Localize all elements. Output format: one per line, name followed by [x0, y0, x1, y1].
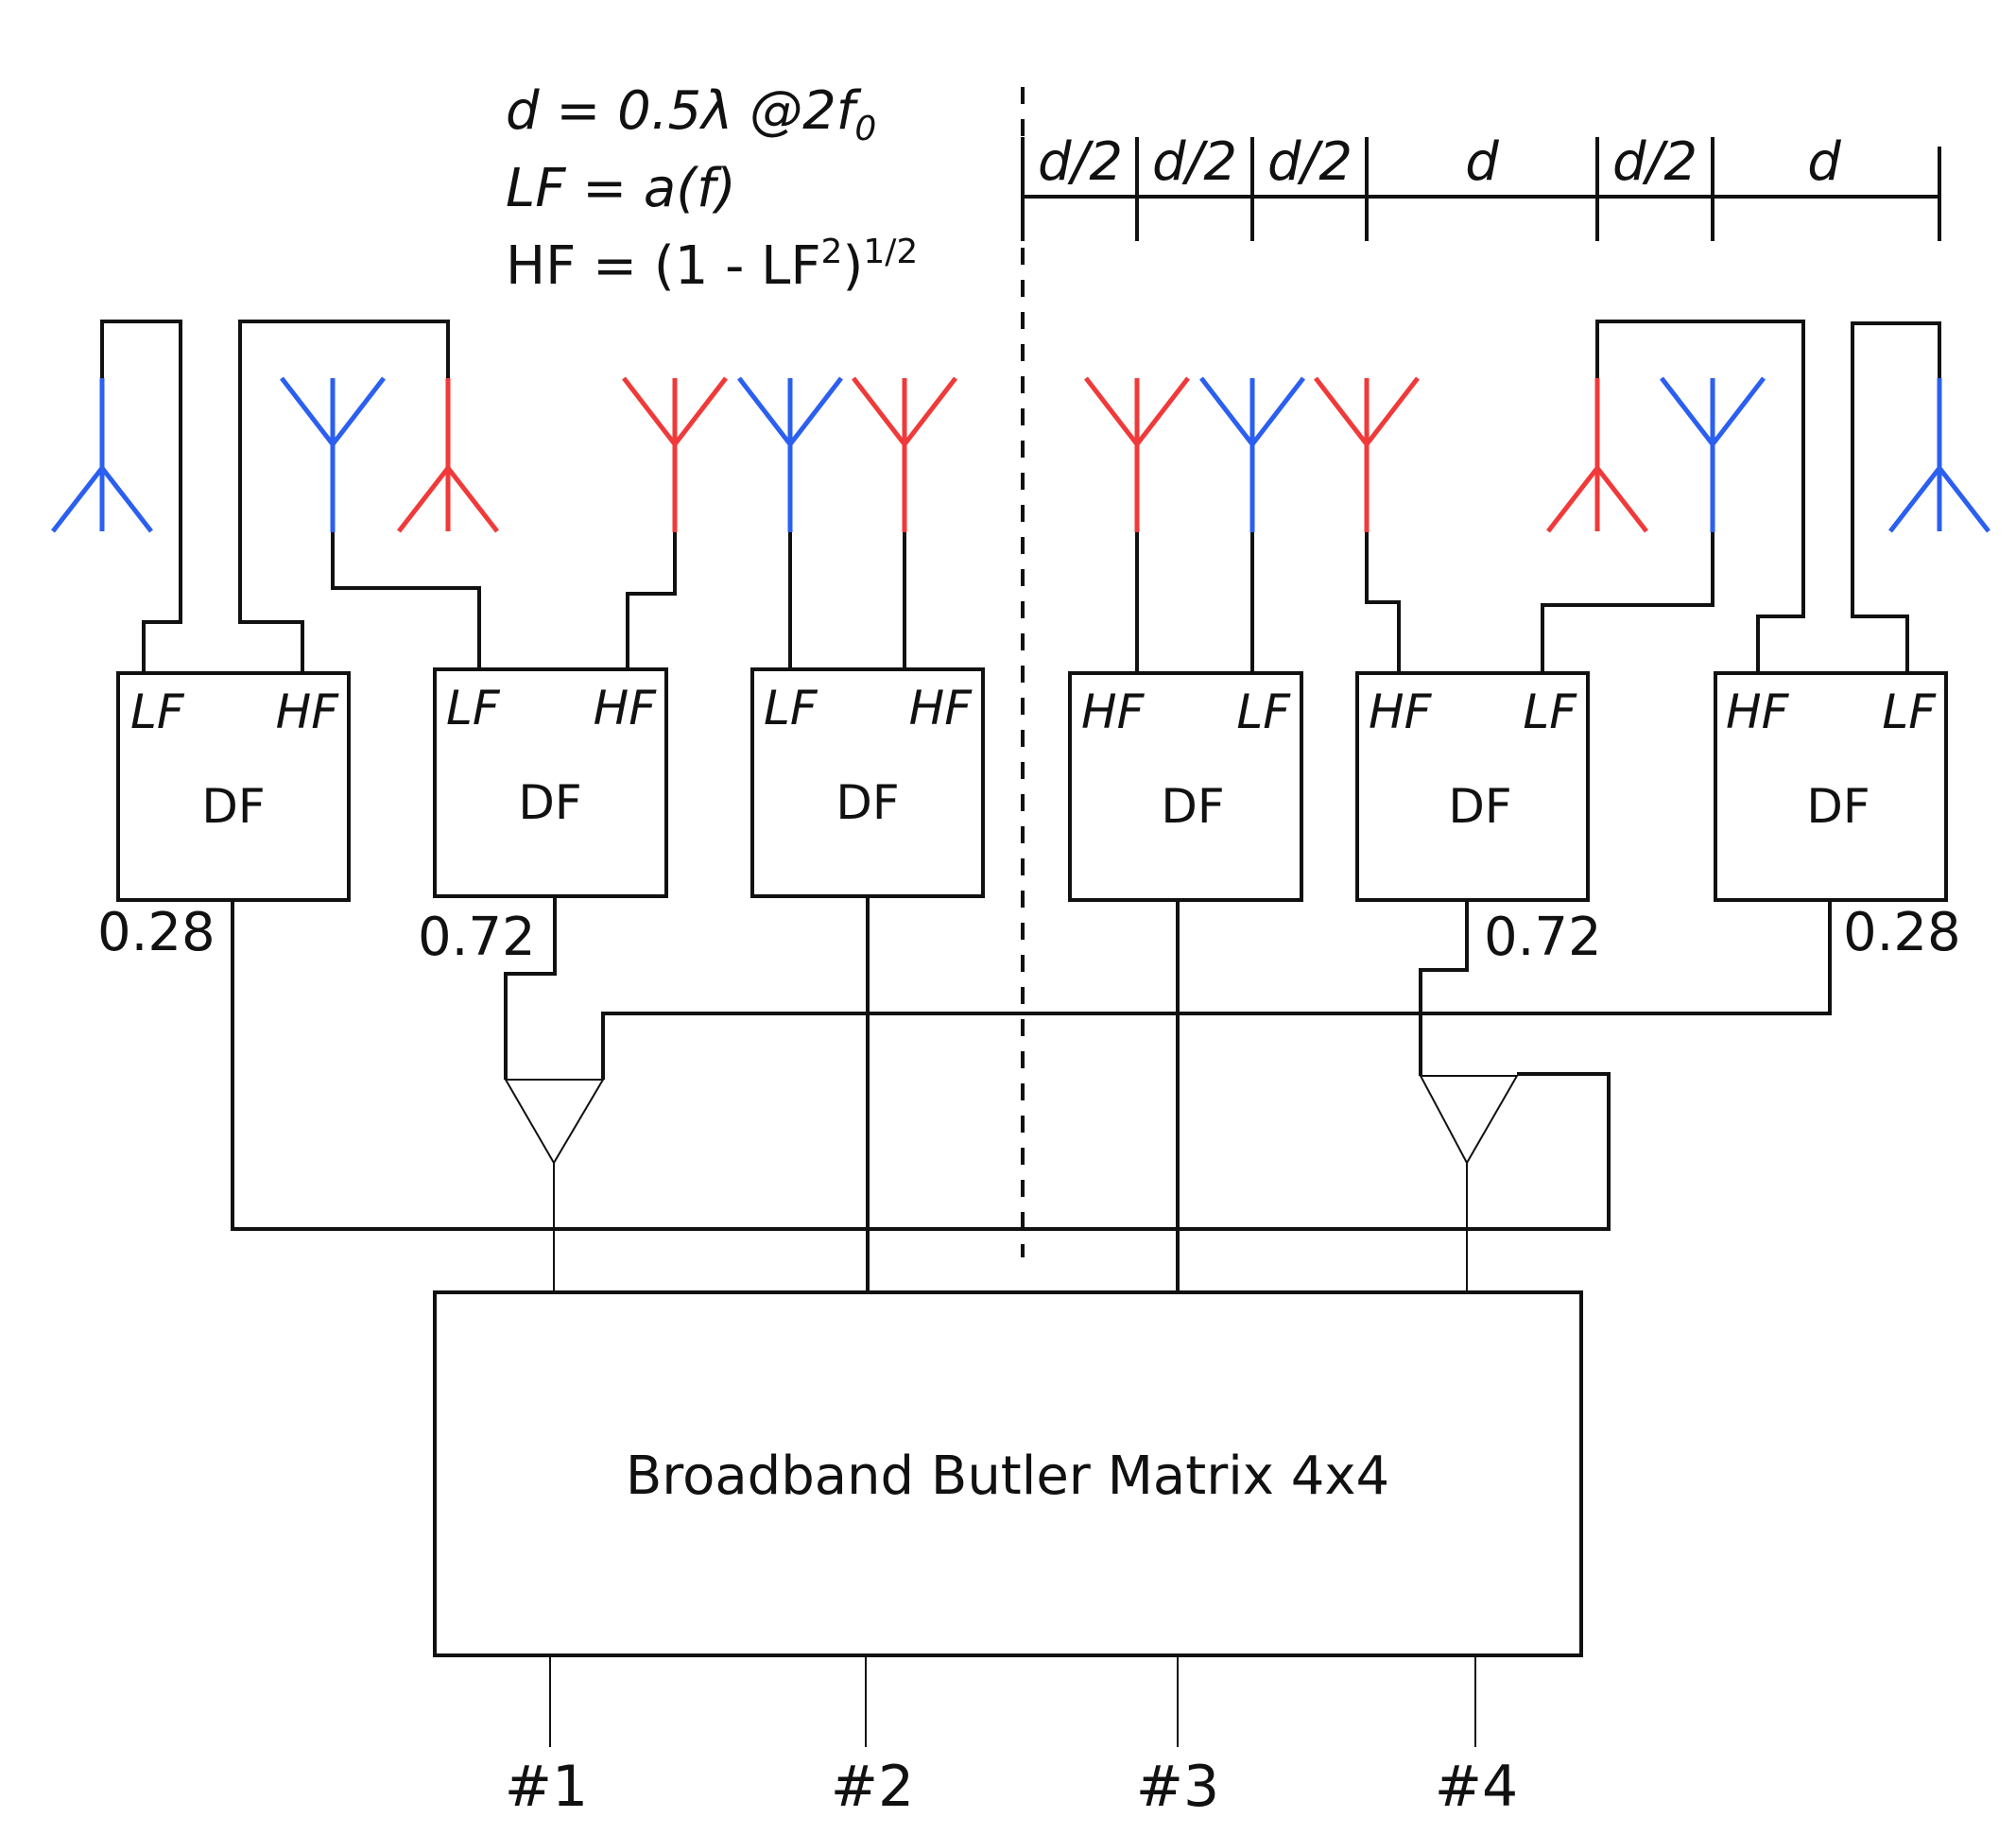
diplexer-port-left: HF: [1369, 684, 1433, 739]
diplexer-box: [1068, 671, 1303, 902]
diplexer-label: DF: [518, 775, 581, 830]
diplexer-box: [750, 667, 985, 898]
antenna-high-band: [852, 376, 957, 532]
diplexer-port-left: HF: [1726, 684, 1790, 739]
formula-line-3-close: ): [842, 235, 863, 297]
antenna-low-band: [737, 376, 843, 532]
spacing-label: d: [1807, 131, 1841, 193]
diplexer-label: DF: [1161, 779, 1224, 834]
formula-line-3-sup1: 2: [821, 233, 843, 271]
diplexer-1: LF HF DF: [116, 671, 351, 902]
port-label: #1: [505, 1754, 588, 1820]
diplexer-label: DF: [201, 779, 265, 834]
diplexer-port-left: LF: [130, 684, 185, 739]
antenna-low-band: [280, 376, 386, 532]
antenna-low-band: [51, 378, 153, 533]
spacing-ruler: d/2 d/2 d/2 d d/2 d: [1021, 131, 1941, 241]
diplexer-box: [1714, 671, 1948, 902]
antenna-low-band: [1199, 376, 1305, 532]
diplexer-port-left: LF: [764, 681, 818, 736]
diplexer-6: HF LF DF: [1714, 671, 1948, 902]
weight-label: 0.72: [1484, 907, 1602, 968]
spacing-label: d/2: [1038, 131, 1123, 193]
diplexer-5: HF LF DF: [1355, 671, 1590, 902]
feed-network: [231, 896, 1832, 1292]
butler-matrix: Broadband Butler Matrix 4x4: [433, 1290, 1583, 1657]
spacing-label: d: [1465, 131, 1499, 193]
weight-label: 0.72: [418, 907, 536, 968]
antenna-high-band: [1084, 376, 1190, 532]
formula-line-1-sub: 0: [854, 110, 876, 148]
diplexer-4: HF LF DF: [1068, 671, 1303, 902]
formula-line-2: LF = a(f): [506, 158, 736, 219]
antenna-high-band: [1314, 376, 1420, 532]
port-label: #4: [1435, 1754, 1518, 1820]
spacing-label: d/2: [1612, 131, 1697, 193]
diplexer-port-right: LF: [1882, 684, 1937, 739]
formula-line-3: HF = (1 - LF2)1/2: [506, 233, 918, 297]
butler-matrix-box: [433, 1290, 1583, 1657]
antenna-high-band: [397, 378, 499, 533]
antenna-feed-wiring: [100, 320, 1941, 673]
diplexer-port-left: HF: [1081, 684, 1146, 739]
spacing-label: d/2: [1152, 131, 1237, 193]
diplexer-label: DF: [836, 775, 899, 830]
spacing-label: d/2: [1267, 131, 1353, 193]
diplexer-box: [116, 671, 351, 902]
antenna-low-band: [1660, 376, 1766, 532]
diplexer-port-right: HF: [909, 681, 974, 736]
port-label: #3: [1136, 1754, 1219, 1820]
formula-line-1-main: d = 0.5λ @2f: [506, 80, 862, 142]
diplexer-port-right: LF: [1523, 684, 1577, 739]
diplexer-port-right: HF: [276, 684, 340, 739]
diplexer-3: LF HF DF: [750, 667, 985, 898]
weight-label: 0.28: [1843, 902, 1961, 963]
antenna-low-band: [1888, 378, 1990, 533]
port-label: #2: [831, 1754, 914, 1820]
antenna-high-band: [622, 376, 728, 532]
diplexer-label: DF: [1448, 779, 1511, 834]
power-divider: [504, 1079, 605, 1165]
antenna-high-band: [1546, 378, 1648, 533]
output-ports: #1 #2 #3 #4: [505, 1655, 1518, 1820]
diplexer-port-left: LF: [446, 681, 501, 736]
diplexer-box: [433, 667, 668, 898]
power-divider: [1419, 1075, 1519, 1166]
formula-line-1: d = 0.5λ @2f0: [506, 80, 876, 148]
formula-line-3-sup2: 1/2: [863, 233, 918, 271]
diplexer-port-right: HF: [594, 681, 658, 736]
diplexer-2: LF HF DF: [433, 667, 668, 898]
diplexer-box: [1355, 671, 1590, 902]
weight-label: 0.28: [97, 902, 215, 963]
diplexer-label: DF: [1806, 779, 1870, 834]
formula-line-3-main: HF = (1 - LF: [506, 235, 821, 297]
butler-matrix-label: Broadband Butler Matrix 4x4: [626, 1445, 1389, 1507]
diplexer-port-right: LF: [1236, 684, 1291, 739]
